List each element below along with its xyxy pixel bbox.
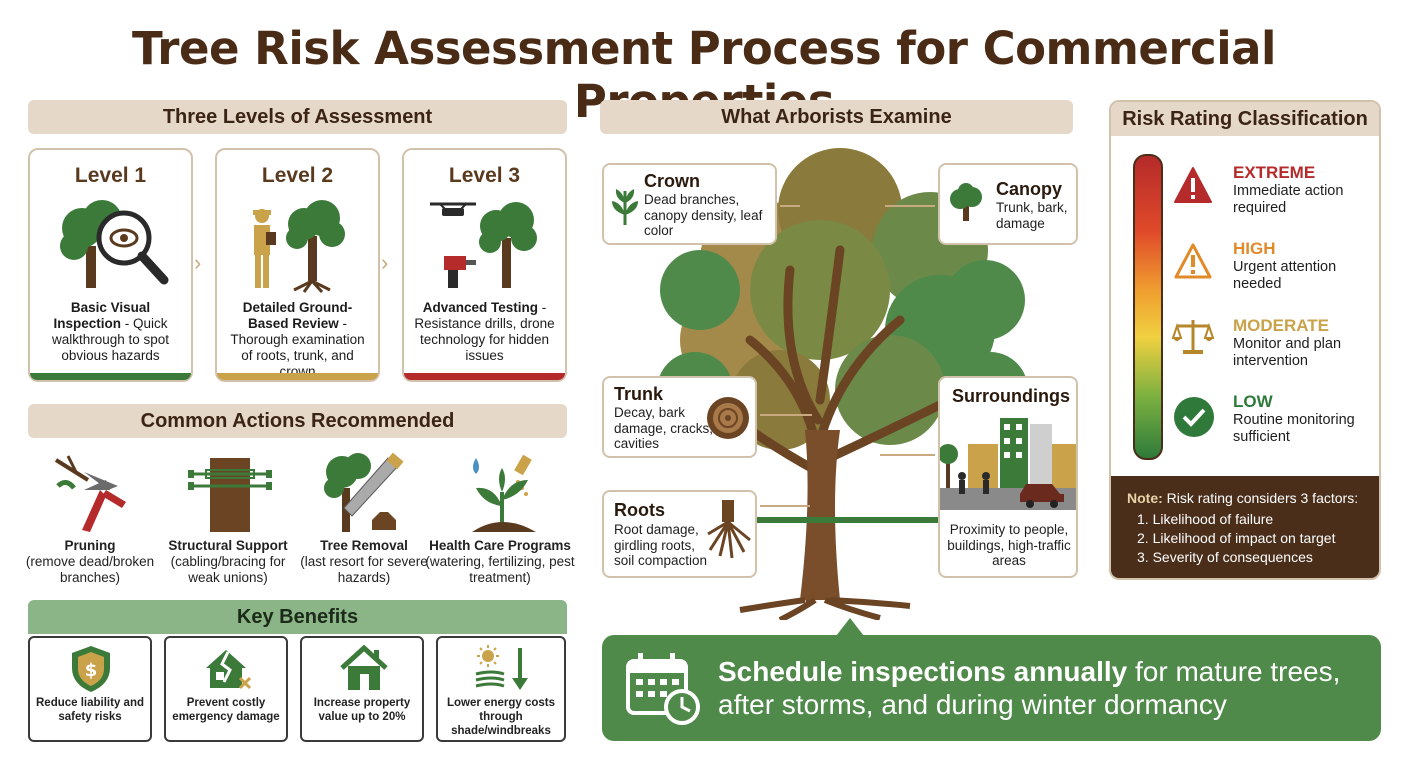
tree-saw-icon (324, 452, 404, 532)
risk-factor: 3. Severity of consequences (1137, 549, 1313, 565)
crown-box: Crown Dead branches, canopy density, lea… (602, 163, 777, 245)
level-3-bar (404, 373, 565, 380)
risk-gradient-bar (1133, 154, 1163, 460)
level-1-bar (30, 373, 191, 380)
surroundings-box: Surroundings Proximity to people, buildi… (938, 376, 1078, 578)
action-pruning: Pruning(remove dead/broken branches) (25, 538, 155, 585)
benefit-energy-text: Lower energy costs through shade/windbre… (446, 697, 555, 737)
benefit-value: Increase property value up to 20% (300, 636, 424, 742)
arrow-right-icon (780, 205, 800, 207)
level-2-text: Detailed Ground-Based Review - Thorough … (230, 300, 365, 379)
scales-icon (1171, 320, 1215, 354)
level-3-text: Advanced Testing - Resistance drills, dr… (414, 300, 555, 363)
surroundings-body: Proximity to people, buildings, high-tra… (947, 522, 1071, 568)
level-1-text: Basic Visual Inspection - Quick walkthro… (51, 300, 170, 363)
canopy-body: Trunk, bark, damage (996, 200, 1068, 231)
actions-heading: Common Actions Recommended (28, 404, 567, 438)
roots-box: Roots Root damage, girdling roots, soil … (602, 490, 757, 578)
caution-icon (1174, 243, 1212, 279)
house-icon (340, 644, 388, 690)
ground-line (756, 517, 940, 523)
schedule-text: Schedule inspections annually for mature… (718, 656, 1341, 720)
level-1-card: Level 1 Basic Visual Inspection - Quick … (28, 148, 193, 382)
risk-low-desc: Routine monitoring sufficient (1233, 412, 1355, 445)
crown-body: Dead branches, canopy density, leaf colo… (644, 192, 763, 238)
level-3-label: Level 3 (448, 164, 521, 187)
plant-care-icon (472, 454, 536, 532)
roots-title: Roots (614, 500, 665, 520)
leaf-branch-icon (612, 189, 638, 225)
calendar-clock-icon (626, 653, 700, 725)
warning-icon (1174, 167, 1212, 203)
level-2-label: Level 2 (261, 164, 334, 187)
tree-icon (950, 183, 982, 221)
drone-drill-icon (430, 202, 537, 288)
arrow-left-icon (885, 205, 935, 207)
risk-high-desc: Urgent attention needed (1233, 259, 1337, 292)
benefit-energy: Lower energy costs through shade/windbre… (436, 636, 566, 742)
action-tree-removal: Tree Removal(last resort for severe haza… (300, 538, 428, 585)
levels-heading: Three Levels of Assessment (28, 100, 567, 134)
risk-heading: Risk Rating Classification (1111, 102, 1379, 136)
risk-extreme-label: EXTREME (1233, 163, 1316, 182)
arrow-right-icon: › (381, 250, 389, 275)
checkmark-icon (1174, 397, 1214, 437)
arrow-left-icon (880, 454, 935, 456)
trunk-brace-icon (188, 458, 272, 532)
canopy-title: Canopy (996, 179, 1063, 199)
shield-dollar-icon: $ (72, 646, 110, 692)
benefit-liability: $ Reduce liability and safety risks (28, 636, 152, 742)
action-structural-support: Structural Support(cabling/bracing for w… (168, 538, 288, 585)
canopy-box: Canopy Trunk, bark, damage (938, 163, 1078, 245)
trunk-box: Trunk Decay, bark damage, cracks, caviti… (602, 376, 757, 458)
damaged-house-icon (206, 650, 252, 690)
action-health-care: Health Care Programs(watering, fertilizi… (425, 538, 575, 585)
benefit-liability-text: Reduce liability and safety risks (36, 697, 144, 723)
benefits-heading: Key Benefits (28, 600, 567, 634)
crown-title: Crown (644, 171, 700, 191)
risk-moderate-desc: Monitor and plan intervention (1233, 336, 1342, 369)
risk-note: Note: Risk rating considers 3 factors: 1… (1111, 476, 1379, 578)
risk-high-label: HIGH (1233, 239, 1276, 258)
banner-pointer (836, 618, 864, 636)
level-1-label: Level 1 (74, 164, 147, 187)
risk-panel: Risk Rating Classification EXTREME Immed… (1109, 100, 1381, 580)
svg-text:$: $ (85, 660, 98, 681)
benefit-damage-text: Prevent costly emergency damage (172, 697, 280, 723)
roots-body: Root damage, girdling roots, soil compac… (614, 522, 708, 568)
trunk-body: Decay, bark damage, cracks, cavities (614, 405, 714, 451)
risk-extreme-desc: Immediate action required (1233, 183, 1344, 216)
risk-factor: 1. Likelihood of failure (1137, 511, 1274, 527)
level-3-card: Level 3 Advanced Testing - Resistance dr… (402, 148, 567, 382)
risk-factor: 2. Likelihood of impact on target (1137, 530, 1336, 546)
trunk-title: Trunk (614, 384, 664, 404)
surroundings-title: Surroundings (952, 386, 1070, 406)
schedule-banner: Schedule inspections annually for mature… (602, 635, 1381, 741)
sun-wind-icon (475, 645, 528, 690)
level-2-bar (217, 373, 378, 380)
arrow-right-icon (760, 414, 812, 416)
level-2-card: Level 2 Detailed Ground-Based Review - T… (215, 148, 380, 382)
arrow-right-icon (760, 505, 810, 507)
pruning-shears-icon (54, 455, 126, 532)
arrow-right-icon: › (194, 250, 202, 275)
wood-ring-icon (707, 397, 749, 439)
risk-low-label: LOW (1233, 392, 1273, 411)
benefit-damage: Prevent costly emergency damage (164, 636, 288, 742)
risk-note-intro: Note: Risk rating considers 3 factors: (1127, 490, 1359, 506)
benefit-value-text: Increase property value up to 20% (313, 697, 411, 723)
inspector-tree-icon (253, 200, 345, 294)
risk-moderate-label: MODERATE (1233, 316, 1330, 335)
city-street-icon (940, 418, 1076, 514)
tree-magnifier-icon (60, 200, 169, 288)
examine-heading: What Arborists Examine (600, 100, 1073, 134)
roots-icon (707, 500, 751, 559)
risk-factors-list: 1. Likelihood of failure 2. Likelihood o… (1137, 510, 1335, 567)
